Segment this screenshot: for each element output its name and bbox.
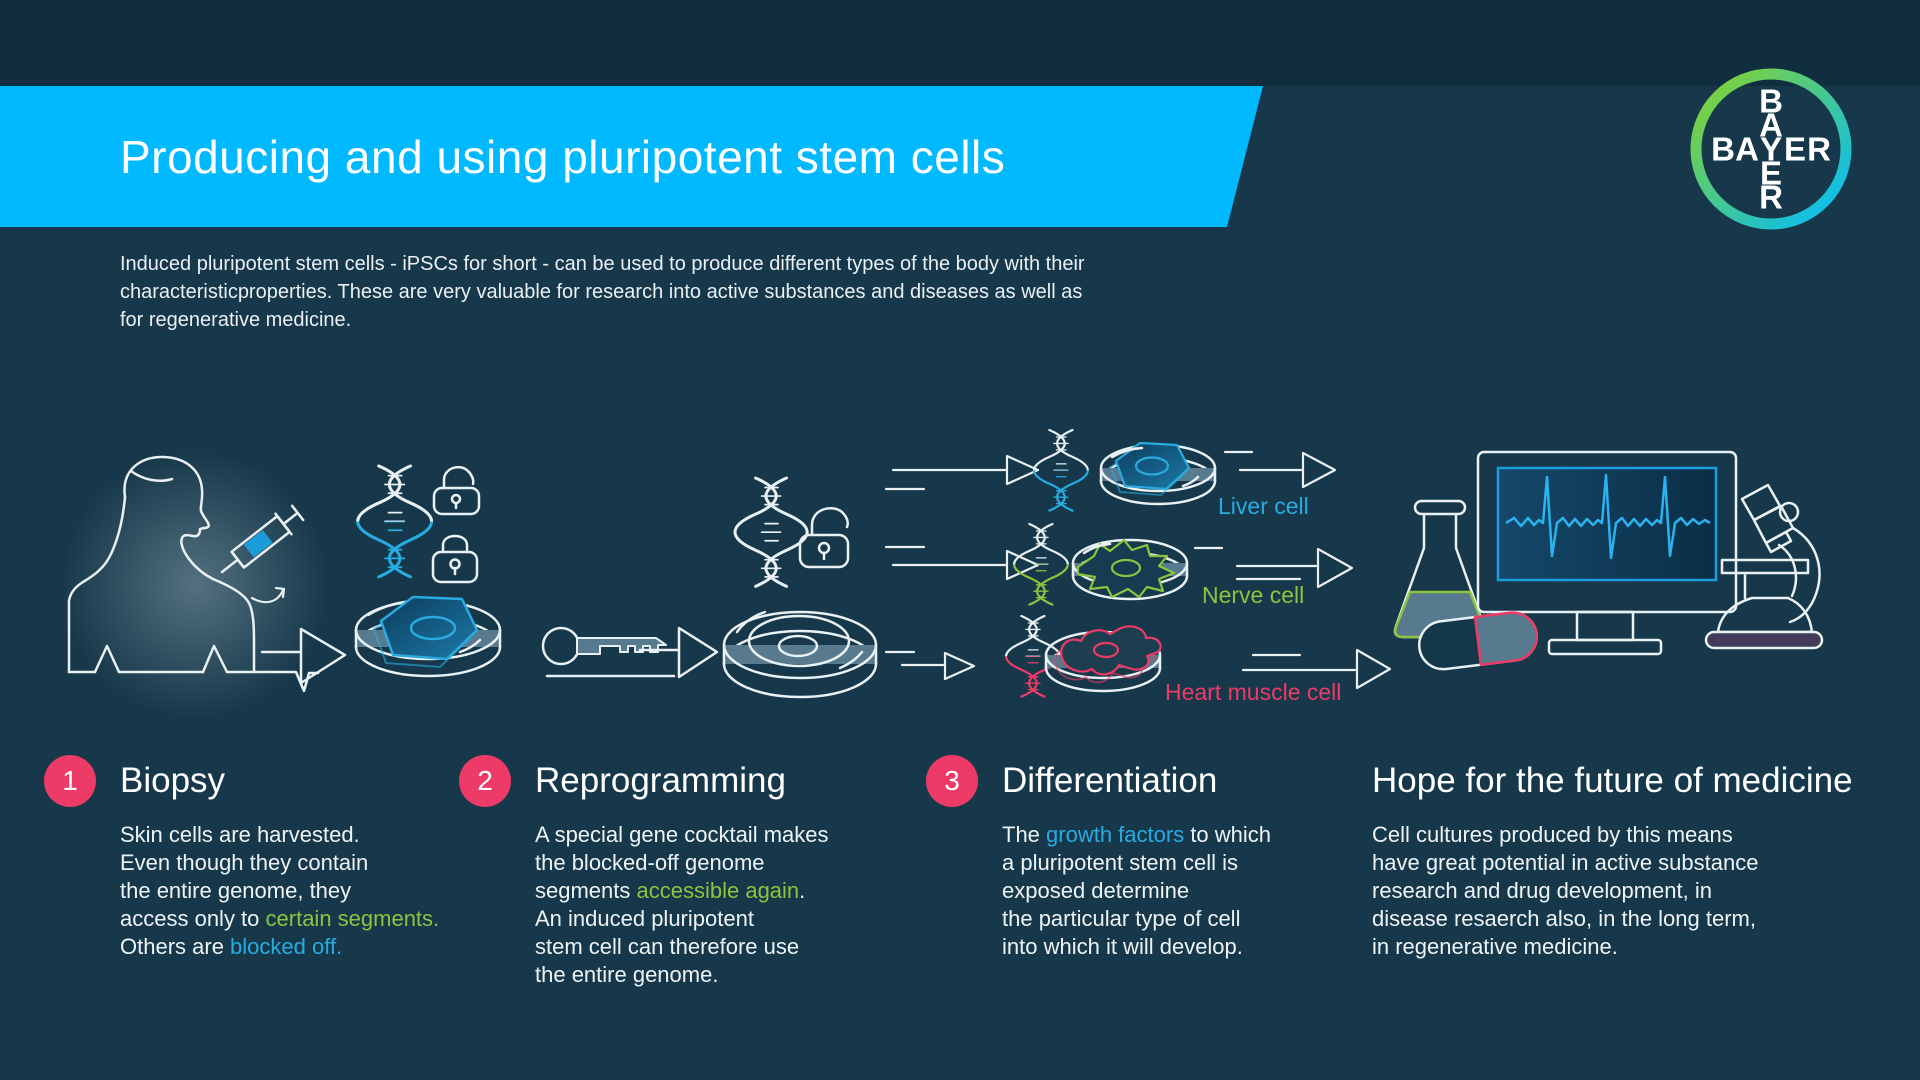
logo-letter: E <box>1784 131 1806 168</box>
monitor-icon <box>1476 450 1738 656</box>
body-text: the entire genome. <box>535 962 719 987</box>
padlock-open-icon <box>798 507 850 569</box>
arrow-icon <box>1193 546 1354 589</box>
highlight-text: certain segments. <box>265 906 440 931</box>
section-title: Hope for the future of medicine <box>1372 761 1853 800</box>
logo-letter: R <box>1807 131 1831 168</box>
logo-letter: Y <box>1760 131 1782 168</box>
body-text: stem cell can therefore use <box>535 934 800 959</box>
section-title: Differentiation <box>1002 761 1218 800</box>
body-text: segments <box>535 878 637 903</box>
top-band <box>0 0 1920 86</box>
logo-letter: B <box>1711 131 1735 168</box>
petri-dish-liver-cell <box>1099 441 1217 506</box>
body-text: the blocked-off genome <box>535 850 765 875</box>
logo-letter: A <box>1735 131 1759 168</box>
body-text: . <box>799 878 806 903</box>
body-text: the entire genome, they <box>120 878 352 903</box>
petri-dish-heart-cell <box>1044 625 1162 693</box>
label-liver-cell: Liver cell <box>1218 493 1309 519</box>
padlock-open-icon <box>432 465 481 516</box>
title-banner: Producing and using pluripotent stem cel… <box>0 86 1263 227</box>
arrow-icon <box>1241 648 1392 690</box>
key-icon <box>541 626 676 678</box>
dna-icon-unlocked <box>733 476 809 588</box>
logo-letter: R <box>1759 179 1783 216</box>
intro-line: for regenerative medicine. <box>120 309 352 331</box>
arrow-icon <box>638 626 719 679</box>
dna-icon-skin <box>356 464 434 579</box>
padlock-closed-icon <box>431 534 479 584</box>
section-body: Skin cells are harvested. Even though the… <box>120 821 439 961</box>
syringe-icon <box>220 504 305 604</box>
dna-icon-liver <box>1032 428 1089 512</box>
petri-dish-skin-cell <box>354 595 502 678</box>
body-text: a pluripotent stem cell is <box>1002 850 1238 875</box>
logo-letter: E <box>1760 155 1782 192</box>
ecg-line <box>1505 473 1711 560</box>
logo-letter: B <box>1759 83 1783 120</box>
petri-dish-nerve-cell <box>1071 538 1189 601</box>
section-number-badge: 1 <box>44 755 96 807</box>
label-heart-muscle-cell: Heart muscle cell <box>1165 679 1341 705</box>
body-text: into which it will develop. <box>1002 934 1243 959</box>
body-text: research and drug development, in <box>1372 878 1712 903</box>
body-text: A special gene cocktail makes <box>535 822 829 847</box>
dna-icon-nerve <box>1012 522 1069 606</box>
arrow-icon <box>884 454 1040 681</box>
intro-line: Induced pluripotent stem cells - iPSCs f… <box>120 253 1085 275</box>
shoulder-glow <box>60 450 330 720</box>
body-text: to which <box>1184 822 1272 847</box>
petri-dish-stem-cell <box>722 610 878 699</box>
body-text: Cell cultures produced by this means <box>1372 822 1733 847</box>
section-body: The growth factors to which a pluripotent… <box>1002 821 1271 961</box>
section-number-badge: 2 <box>459 755 511 807</box>
arrow-icon <box>1223 450 1337 489</box>
body-text: exposed determine <box>1002 878 1190 903</box>
section-title: Biopsy <box>120 761 226 800</box>
intro-paragraph: Induced pluripotent stem cells - iPSCs f… <box>120 250 1085 334</box>
body-text: have great potential in active substance <box>1372 850 1759 875</box>
body-text: disease resaerch also, in the long term, <box>1372 906 1756 931</box>
label-nerve-cell: Nerve cell <box>1202 582 1304 608</box>
section-body: A special gene cocktail makes the blocked… <box>535 821 829 989</box>
body-text: in regenerative medicine. <box>1372 934 1618 959</box>
body-text: The <box>1002 822 1047 847</box>
highlight-text: accessible again <box>636 878 800 903</box>
body-text: Skin cells are harvested. <box>120 822 360 847</box>
body-text: Even though they contain <box>120 850 369 875</box>
logo-letter: A <box>1759 107 1783 144</box>
highlight-text: blocked off. <box>230 934 343 959</box>
body-text: the particular type of cell <box>1002 906 1241 931</box>
intro-line: characteristicproperties. These are very… <box>120 281 1083 303</box>
section-reprogramming: 2 Reprogramming A special gene cocktail ma… <box>459 755 829 989</box>
body-text: Others are <box>120 934 231 959</box>
arrow-icon <box>260 627 347 685</box>
highlight-text: growth factors <box>1046 822 1185 847</box>
bayer-ring <box>1690 68 1852 230</box>
person-figure <box>67 455 320 693</box>
body-text: An induced pluripotent <box>535 906 754 931</box>
section-title: Reprogramming <box>535 761 786 800</box>
page-title: Producing and using pluripotent stem cel… <box>120 130 1006 183</box>
section-body: Cell cultures produced by this means have… <box>1372 821 1853 961</box>
microscope-icon <box>1704 483 1824 650</box>
section-number-badge: 3 <box>926 755 978 807</box>
pill-icon <box>1418 611 1538 671</box>
body-text: access only to <box>120 906 266 931</box>
